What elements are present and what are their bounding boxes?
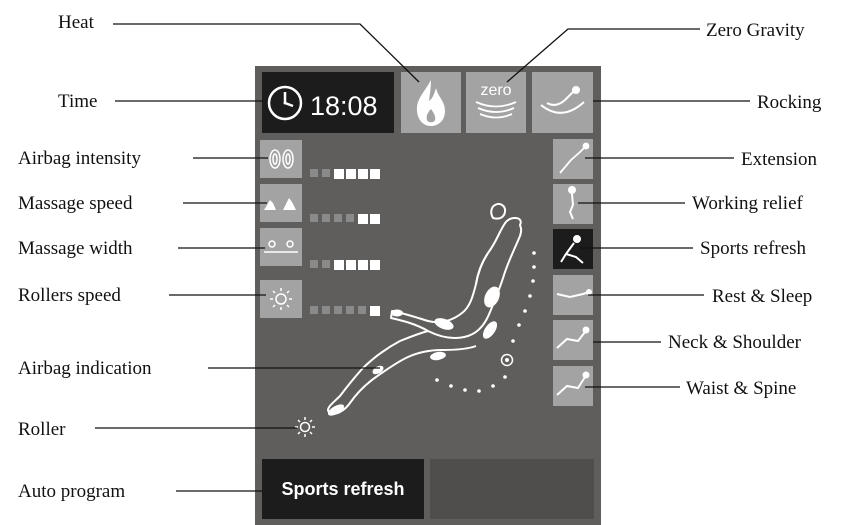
waist-spine-button[interactable] <box>553 366 593 406</box>
rest-sleep-label: Rest & Sleep <box>712 286 812 307</box>
rollers-speed-label: Rollers speed <box>18 285 121 306</box>
zero-icon-text: zero <box>480 82 511 99</box>
time-label: Time <box>58 91 97 112</box>
level-cell-on <box>370 260 380 270</box>
massage-width-label: Massage width <box>18 238 133 259</box>
level-cell-off <box>346 214 354 222</box>
roller-label: Roller <box>18 419 66 440</box>
level-cell-off <box>334 214 342 222</box>
time-display: 18:08 <box>262 72 394 133</box>
level-cell-off <box>322 260 330 268</box>
rocking-button[interactable] <box>532 72 593 133</box>
auto-program-label: Auto program <box>18 481 125 502</box>
massage-width-button[interactable] <box>260 228 302 266</box>
heat-button[interactable] <box>401 72 461 133</box>
massage-speed-label: Massage speed <box>18 193 133 214</box>
working-relief-button[interactable] <box>553 184 593 224</box>
level-cell-off <box>310 306 318 314</box>
sports-refresh-button[interactable] <box>553 229 593 269</box>
level-cell-on <box>370 214 380 224</box>
level-cell-off <box>310 214 318 222</box>
auto-program-empty-slot <box>430 459 594 519</box>
neck-shoulder-button[interactable] <box>553 320 593 360</box>
level-cell-on <box>346 260 356 270</box>
extension-label: Extension <box>741 149 817 170</box>
level-cell-off <box>358 306 366 314</box>
panel-background <box>255 66 601 525</box>
level-cell-on <box>334 169 344 179</box>
level-cell-off <box>334 306 342 314</box>
rest-sleep-button[interactable] <box>553 275 593 315</box>
level-cell-off <box>322 214 330 222</box>
level-cell-on <box>370 306 380 316</box>
airbag-intensity-button[interactable] <box>260 140 302 178</box>
level-cell-on <box>358 214 368 224</box>
auto-program-display: Sports refresh <box>262 459 424 519</box>
time-value: 18:08 <box>310 91 378 121</box>
level-cell-off <box>322 169 330 177</box>
waist-spine-label: Waist & Spine <box>686 378 796 399</box>
auto-program-value: Sports refresh <box>281 479 404 499</box>
level-cell-on <box>346 169 356 179</box>
level-cell-on <box>358 169 368 179</box>
airbag-indication-label: Airbag indication <box>18 358 152 379</box>
level-cell-off <box>346 306 354 314</box>
level-cell-on <box>370 169 380 179</box>
rocking-label: Rocking <box>757 92 822 113</box>
airbag-intensity-label: Airbag intensity <box>18 148 141 169</box>
level-cell-off <box>310 169 318 177</box>
neck-shoulder-label: Neck & Shoulder <box>668 332 802 353</box>
zero-gravity-label: Zero Gravity <box>706 20 805 41</box>
rollers-speed-button[interactable] <box>260 280 302 318</box>
level-cell-on <box>358 260 368 270</box>
extension-button[interactable] <box>553 139 593 179</box>
zero-gravity-button[interactable]: zero <box>466 72 526 133</box>
working-relief-label: Working relief <box>692 193 804 214</box>
sports-refresh-label: Sports refresh <box>700 238 807 259</box>
level-cell-on <box>334 260 344 270</box>
heat-label: Heat <box>58 12 95 33</box>
level-cell-off <box>322 306 330 314</box>
level-cell-off <box>310 260 318 268</box>
